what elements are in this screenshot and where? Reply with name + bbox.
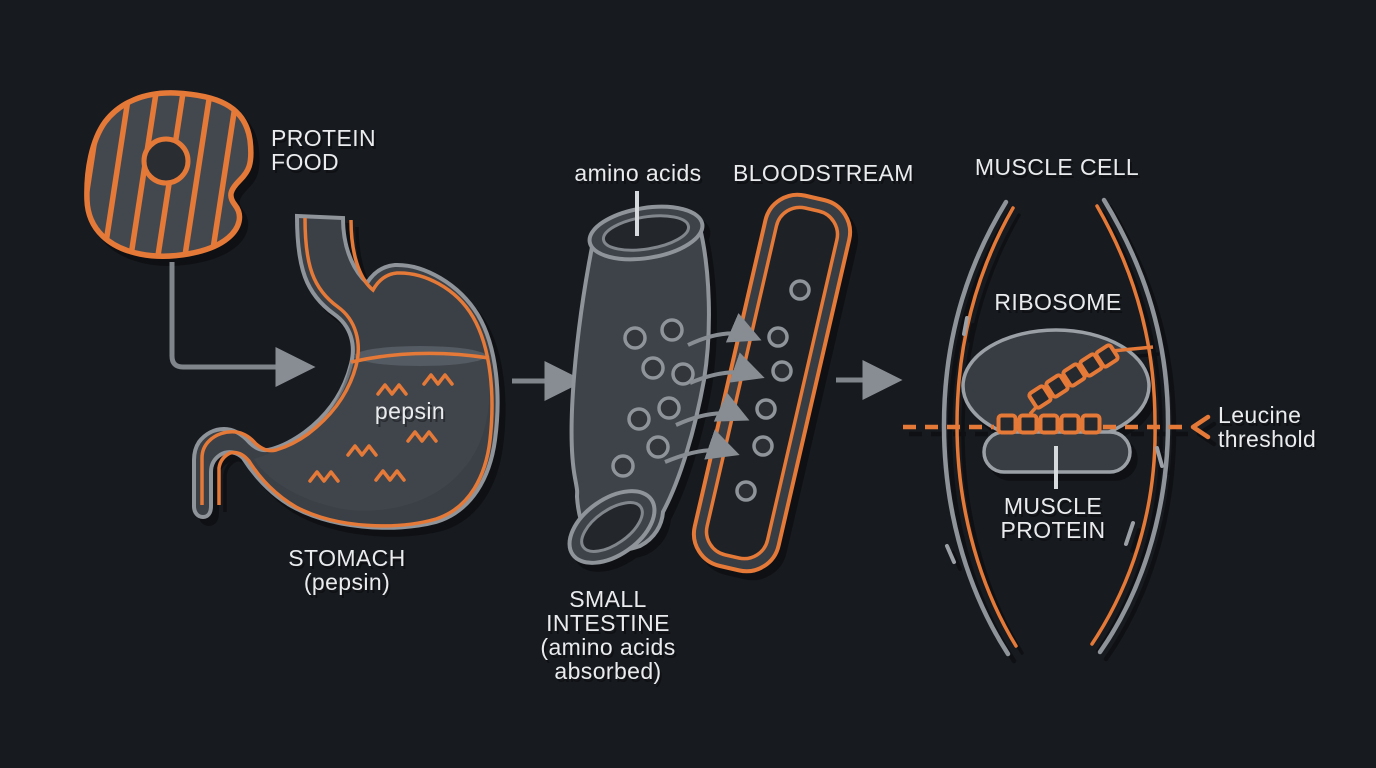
stomach-liquid-surface-sheen	[354, 346, 486, 366]
muscle-cell-membrane-left-outer	[941, 199, 1011, 657]
pepsin-label: pepsin	[374, 398, 446, 424]
muscle-cell-membrane-right-inner	[1090, 204, 1157, 646]
leucine-threshold-label: Leucine threshold	[1218, 402, 1317, 452]
membrane-accent-dashes	[945, 316, 1164, 564]
intestine-bottom-opening	[567, 489, 657, 565]
muscle-cell-membrane-right-outer	[1097, 197, 1171, 655]
muscle-cell-illustration	[903, 197, 1211, 657]
bloodstream-amino-acid-dots	[735, 279, 811, 502]
small-intestine-illustration	[567, 204, 711, 565]
bloodstream-illustration	[691, 192, 853, 574]
stomach-liquid	[254, 352, 490, 511]
intestine-top-opening	[587, 204, 705, 262]
amino-acids-label: amino acids	[574, 160, 702, 186]
arrow-food-to-stomach	[169, 262, 316, 387]
leucine-threshold-arrowhead	[1190, 414, 1211, 440]
muscle-protein-label: MUSCLE PROTEIN	[1000, 493, 1106, 543]
small-intestine-label: SMALL INTESTINE (amino acids absorbed)	[540, 586, 676, 684]
bloodstream-vessel-inner	[704, 205, 840, 561]
ribosome-label: RIBOSOME	[994, 289, 1122, 315]
protein-food-label: PROTEIN FOOD	[271, 125, 377, 175]
protein-food-illustration	[84, 90, 254, 259]
leucine-threshold-line	[903, 414, 1211, 440]
absorption-arrows	[664, 313, 765, 464]
stomach-inner-line-right	[217, 219, 494, 528]
muscle-protein-chain	[996, 343, 1154, 435]
pepsin-squiggles	[308, 373, 454, 483]
stomach-liquid-surface-line	[350, 351, 490, 364]
stomach-inner-line-left	[200, 217, 360, 505]
intestine-amino-acid-dots	[611, 318, 695, 478]
stomach-label: STOMACH (pepsin)	[288, 545, 406, 595]
steak-bone	[141, 136, 191, 186]
stomach-illustration	[192, 213, 500, 530]
muscle-cell-label: MUSCLE CELL	[974, 154, 1140, 180]
bloodstream-label: BLOODSTREAM	[733, 160, 914, 186]
